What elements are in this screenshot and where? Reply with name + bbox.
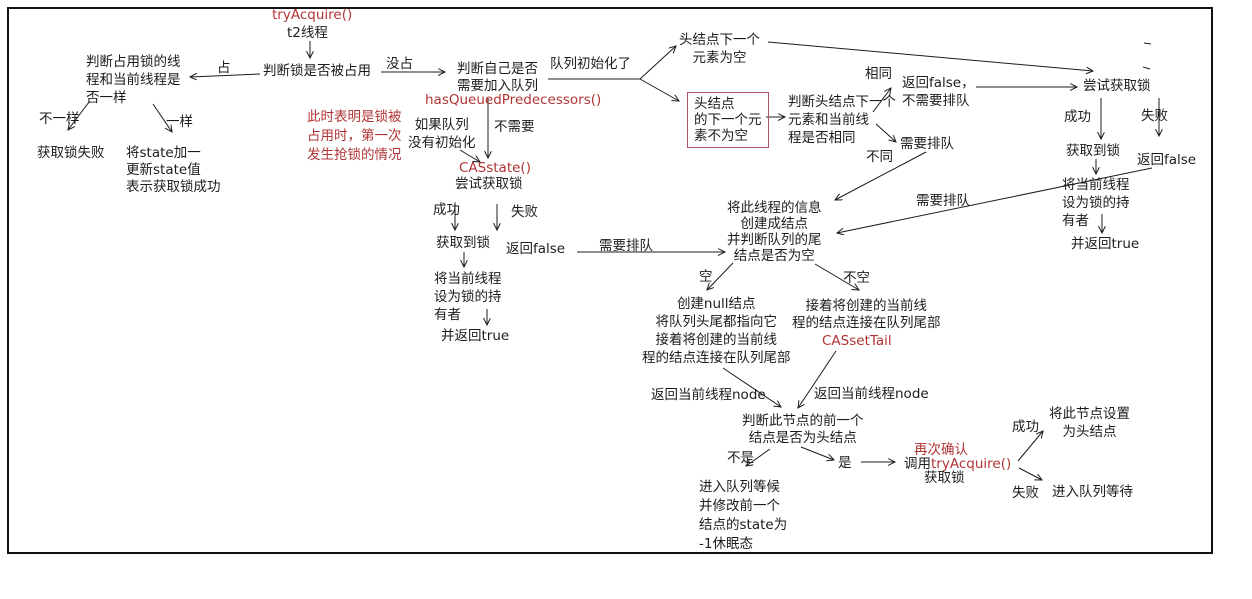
edge-label-fail-right: 失败 xyxy=(1141,108,1168,124)
node-return-true-right: 并返回true xyxy=(1071,236,1140,252)
edge-label-not-same2: 不同 xyxy=(866,149,893,165)
edge-label-success-bottom: 成功 xyxy=(1012,419,1039,435)
node-acquire-fail: 获取锁失败 xyxy=(37,145,105,161)
edge-label-fail-bottom: 失败 xyxy=(1012,485,1039,501)
node-recheck-call: 调用tryAcquire() xyxy=(904,456,1011,473)
fn-casstate: CASstate() xyxy=(459,160,531,176)
edge-label-not-empty: 不空 xyxy=(843,270,870,286)
edge-label-not-head: 不是 xyxy=(727,450,754,466)
edge-label-return-node-left: 返回当前线程node xyxy=(651,387,766,403)
node-set-owner-left: 将当前线程 设为锁的持 有者 xyxy=(434,271,502,323)
edge-label-need-queue-mid: 需要排队 xyxy=(599,238,653,254)
node-head-next-empty: 头结点下一个 元素为空 xyxy=(679,32,760,66)
note-first-contention: 此时表明是锁被 占用时，第一次 发生抢锁的情况 xyxy=(307,109,402,163)
edge-label-fail-left: 失败 xyxy=(511,204,538,220)
fn-cassettail: CASsetTail xyxy=(822,333,892,349)
edge-label-return-node-right: 返回当前线程node xyxy=(814,386,929,402)
node-try-lock-left: 尝试获取锁 xyxy=(455,176,523,192)
node-enter-queue-sleep: 进入队列等候 并修改前一个 结点的state为 -1休眠态 xyxy=(699,479,788,552)
node-return-true-left: 并返回true xyxy=(441,328,510,344)
fn-tryacquire-recheck: tryAcquire() xyxy=(931,456,1012,472)
node-create-null-node: 创建null结点 将队列头尾都指向它 接着将创建的当前线 程的结点连接在队列尾部 xyxy=(642,296,791,366)
node-check-prev-head: 判断此节点的前一个 结点是否为头结点 xyxy=(742,413,864,446)
fn-tryacquire: tryAcquire() xyxy=(272,7,353,23)
node-return-false-left: 返回false xyxy=(506,241,566,257)
node-got-lock-right: 获取到锁 xyxy=(1066,143,1120,159)
node-recheck-confirm: 再次确认 xyxy=(914,442,968,458)
edge-label-is-head: 是 xyxy=(838,455,852,471)
edge-label-occupied: 占 xyxy=(217,60,231,76)
t2-thread-label: t2线程 xyxy=(287,25,328,41)
node-check-need-queue: 判断自己是否 需要加入队列 xyxy=(457,61,538,94)
recheck-call-prefix: 调用 xyxy=(904,456,931,472)
node-return-false-no-queue: 返回false， 不需要排队 xyxy=(902,75,975,109)
node-recheck-get-lock: 获取锁 xyxy=(924,470,965,486)
canvas-border xyxy=(7,7,1213,554)
edge-label-no-need: 不需要 xyxy=(494,119,535,135)
node-head-next-not-empty: 头结点 的下一个元 素不为空 xyxy=(687,92,769,148)
node-append-tail: 接着将创建的当前线 程的结点连接在队列尾部 xyxy=(792,298,941,331)
fn-hasqueuedpredecessors: hasQueuedPredecessors() xyxy=(425,92,602,108)
edge-label-not-occupied: 没占 xyxy=(386,56,413,72)
edge-label-success-left: 成功 xyxy=(433,202,460,218)
node-set-owner-right: 将当前线程 设为锁的持 有者 xyxy=(1062,177,1130,229)
node-got-lock-left: 获取到锁 xyxy=(436,235,490,251)
node-return-false-right: 返回false xyxy=(1137,152,1197,168)
edge-label-queue-initialized: 队列初始化了 xyxy=(550,56,631,72)
edge-label-success-right: 成功 xyxy=(1064,109,1091,125)
node-state-increment: 将state加一 更新state值 表示获取锁成功 xyxy=(126,145,221,195)
edge-label-need-queue-1: 需要排队 xyxy=(900,136,954,152)
node-enter-queue-wait: 进入队列等待 xyxy=(1052,484,1133,500)
edge-label-need-queue-2: 需要排队 xyxy=(916,193,970,209)
edge-label-empty: 空 xyxy=(699,269,713,285)
node-check-same-thread: 判断占用锁的线 程和当前线程是 否一样 xyxy=(86,54,181,106)
node-check-head-next-same: 判断头结点下一个 元素和当前线 程是否相同 xyxy=(788,94,896,146)
edge-label-same: 一样 xyxy=(166,114,193,130)
edge-label-not-same: 不一样 xyxy=(39,111,80,127)
edge-label-same2: 相同 xyxy=(865,66,892,82)
node-create-node-check-tail: 将此线程的信息 创建成结点 并判断队列的尾 结点是否为空 xyxy=(727,200,822,264)
node-check-lock-occupied: 判断锁是否被占用 xyxy=(263,63,371,79)
edge-label-queue-not-initialized: 如果队列 没有初始化 xyxy=(408,117,476,151)
node-try-lock-right: 尝试获取锁 xyxy=(1083,78,1151,94)
node-set-head-node: 将此节点设置 为头结点 xyxy=(1049,406,1130,440)
